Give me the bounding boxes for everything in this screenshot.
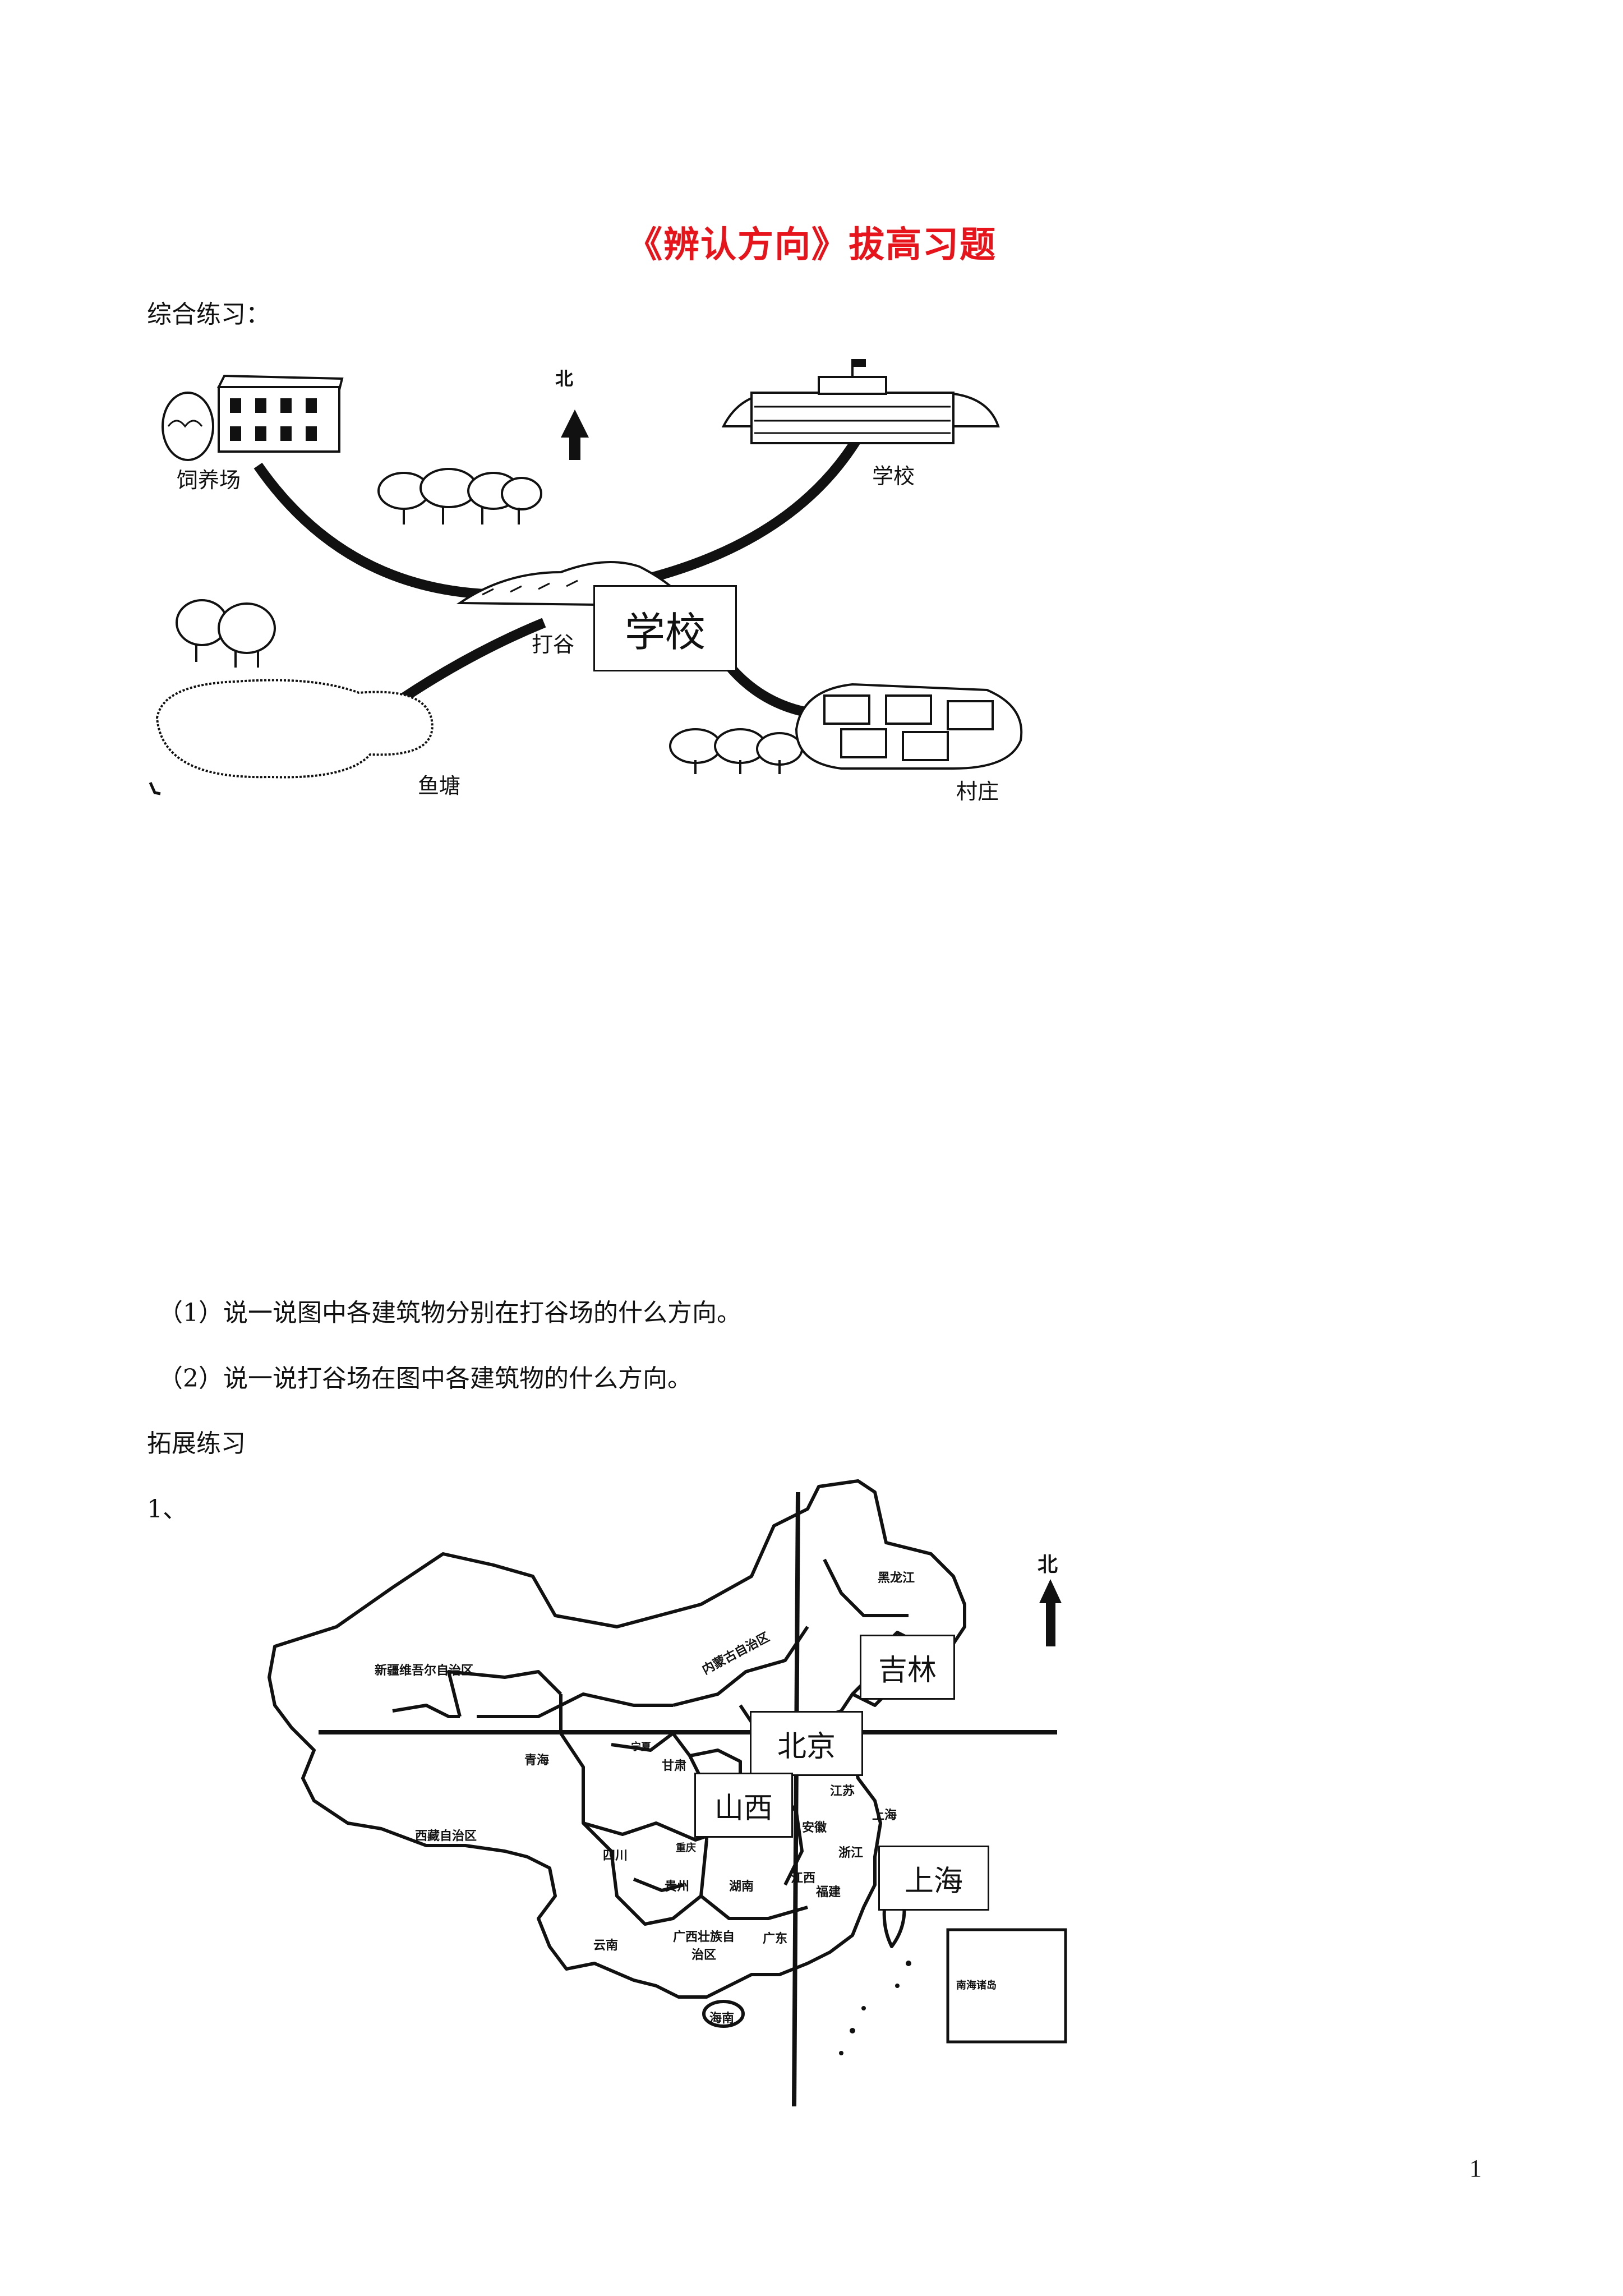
label-village: 村庄	[956, 779, 999, 804]
overlay-box-beijing: 北京	[750, 1711, 863, 1776]
label-sichuan: 四川	[603, 1848, 628, 1863]
label-xinjiang: 新疆维吾尔自治区	[375, 1663, 474, 1678]
label-guangdong: 广东	[763, 1931, 788, 1946]
question-2: （2）说一说打谷场在图中各建筑物的什么方向。	[158, 1364, 692, 1393]
label-anhui: 安徽	[802, 1820, 827, 1835]
label-ningxia: 宁夏	[631, 1741, 651, 1753]
tree-bottom-icon	[669, 728, 803, 774]
islands-dots	[839, 1961, 911, 2055]
overlay-box-school: 学校	[593, 585, 737, 671]
label-shanghai-small: 上海	[872, 1808, 897, 1823]
label-guangxi: 广西壮族自治区	[672, 1930, 735, 1962]
farm-building-icon	[162, 374, 344, 461]
road-school	[649, 435, 863, 583]
overlay-box-jilin: 吉林	[860, 1635, 955, 1700]
label-zhejiang: 浙江	[838, 1846, 864, 1860]
label-yunnan: 云南	[593, 1938, 619, 1953]
village-houses-icon	[795, 683, 1023, 770]
south-sea-inset	[946, 1928, 1067, 2044]
label-pond: 鱼塘	[418, 774, 461, 798]
label-fujian: 福建	[816, 1885, 841, 1899]
label-threshing-floor: 打谷	[532, 632, 575, 657]
pond-icon	[155, 679, 434, 779]
north-label: 北	[555, 368, 574, 389]
label-guizhou: 贵州	[665, 1879, 690, 1894]
label-hainan: 海南	[709, 2011, 735, 2026]
label-school: 学校	[872, 464, 915, 489]
label-chongqing: 重庆	[676, 1842, 696, 1854]
north-arrow-icon	[561, 409, 589, 460]
label-qinghai: 青海	[524, 1753, 550, 1768]
page-title: 《辨认方向》拔高习题	[626, 224, 997, 266]
label-jiangsu: 江苏	[830, 1784, 855, 1798]
tree-cluster-icon	[377, 468, 542, 524]
school-building-icon	[721, 359, 1000, 444]
label-hunan: 湖南	[729, 1879, 754, 1894]
overlay-box-shanxi: 山西	[694, 1773, 793, 1838]
section-heading-comprehensive: 综合练习：	[147, 300, 270, 329]
north-south-axis	[792, 1492, 800, 2107]
label-jiangxi: 江西	[791, 1871, 816, 1885]
page-number: 1	[1469, 2155, 1482, 2182]
question-1: （1）说一说图中各建筑物分别在打谷场的什么方向。	[158, 1299, 741, 1327]
overlay-box-shanghai: 上海	[878, 1846, 989, 1911]
section-heading-extension: 拓展练习	[147, 1429, 246, 1458]
label-tibet: 西藏自治区	[415, 1829, 477, 1843]
north-arrow-icon-2	[1039, 1579, 1062, 1646]
label-farm: 饲养场	[177, 468, 241, 493]
label-gansu: 甘肃	[662, 1759, 687, 1773]
label-south-sea: 南海诸岛	[956, 1980, 997, 1991]
item-number-1: 1、	[147, 1495, 187, 1524]
road-farm	[253, 462, 505, 600]
tree-left-icon	[176, 599, 276, 668]
north-label-2: 北	[1038, 1553, 1058, 1576]
label-heilongjiang: 黑龙江	[878, 1571, 915, 1585]
